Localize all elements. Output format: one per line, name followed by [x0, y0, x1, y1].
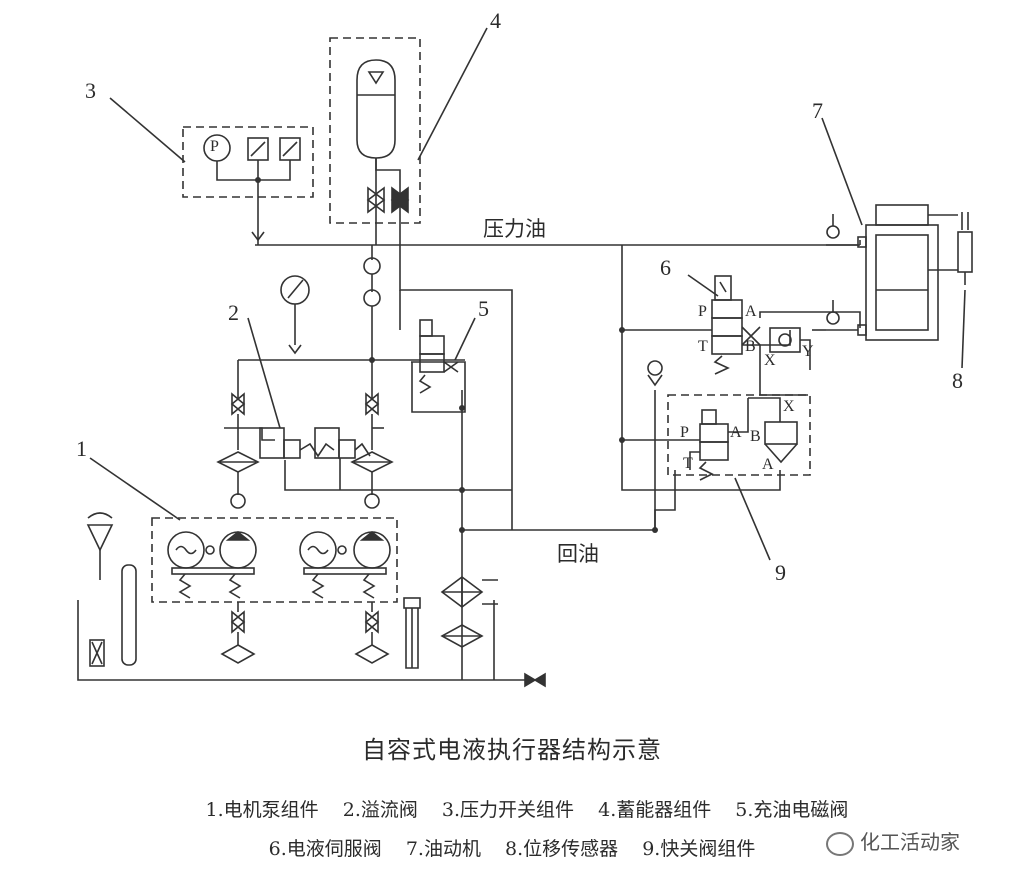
- port-pilot-x: X: [764, 352, 776, 369]
- legend-item: 3.压力开关组件: [441, 799, 575, 821]
- junction-dot: [459, 527, 465, 533]
- relief-valve-left: [259, 427, 285, 459]
- wechat-icon: [826, 831, 854, 856]
- accumulator: [356, 59, 396, 159]
- port-quick-t: T: [683, 455, 693, 472]
- accumulator-group-box: [329, 37, 421, 224]
- legend-item: 6.电液伺服阀: [268, 838, 382, 860]
- cartridge-valve: [764, 421, 798, 445]
- callout-1: 1: [76, 436, 87, 461]
- callout-8: 8: [952, 368, 963, 393]
- legend-item: 5.充油电磁阀: [735, 799, 849, 821]
- port-servo-p: P: [698, 303, 707, 320]
- port-servo-t: T: [698, 338, 708, 355]
- port-quick-a: A: [730, 424, 742, 441]
- callout-3: 3: [85, 78, 96, 103]
- junction-dot: [619, 437, 625, 443]
- servo-motor: [875, 204, 929, 226]
- legend-item: 4.蓄能器组件: [598, 799, 712, 821]
- port-gauge-p: P: [210, 138, 219, 155]
- watermark: 化工活动家: [826, 826, 960, 856]
- port-cartridge-x: X: [783, 398, 795, 415]
- label-return-oil: 回油: [557, 542, 599, 566]
- figure-caption: 自容式电液执行器结构示意: [362, 736, 662, 764]
- relief-valve-right: [314, 427, 340, 459]
- hydraulic-schematic: [77, 27, 973, 688]
- label-pressure-oil: 压力油: [483, 217, 546, 241]
- watermark-text: 化工活动家: [860, 830, 960, 854]
- legend-item: 7.油动机: [405, 838, 481, 860]
- port-cartridge-b: B: [750, 428, 761, 445]
- legend-item: 8.位移传感器: [505, 838, 619, 860]
- junction-dot: [619, 327, 625, 333]
- port-cartridge-a: A: [762, 456, 774, 473]
- callout-6: 6: [660, 255, 671, 280]
- charge-solenoid-valve: [419, 335, 445, 355]
- junction-dot: [652, 527, 658, 533]
- port-quick-p: P: [680, 424, 689, 441]
- pressure-switch-box: [182, 126, 314, 198]
- junction-dot: [369, 357, 375, 363]
- junction-dot: [459, 487, 465, 493]
- callout-9: 9: [775, 560, 786, 585]
- port-pilot-y: Y: [802, 343, 814, 360]
- callout-7: 7: [812, 98, 823, 123]
- callout-2: 2: [228, 300, 239, 325]
- junction-dot: [459, 405, 465, 411]
- servo-valve: [711, 299, 743, 319]
- quick-close-solenoid: [699, 423, 729, 443]
- legend-item: 1.电机泵组件: [205, 799, 319, 821]
- pump-group-box: [151, 517, 398, 603]
- legend-item: 2.溢流阀: [342, 799, 418, 821]
- callout-4: 4: [490, 8, 501, 33]
- displacement-sensor: [957, 231, 973, 273]
- junction-dot: [255, 177, 261, 183]
- quick-close-group-box: [667, 394, 811, 476]
- port-servo-b: B: [745, 338, 756, 355]
- tank-line: [77, 600, 540, 681]
- port-servo-a: A: [745, 303, 757, 320]
- callout-5: 5: [478, 296, 489, 321]
- legend-row-2: 6.电液伺服阀 7.油动机 8.位移传感器 9.快关阀组件: [0, 834, 1024, 861]
- legend-row-1: 1.电机泵组件 2.溢流阀 3.压力开关组件 4.蓄能器组件 5.充油电磁阀: [0, 795, 1024, 822]
- legend-item: 9.快关阀组件: [642, 838, 756, 860]
